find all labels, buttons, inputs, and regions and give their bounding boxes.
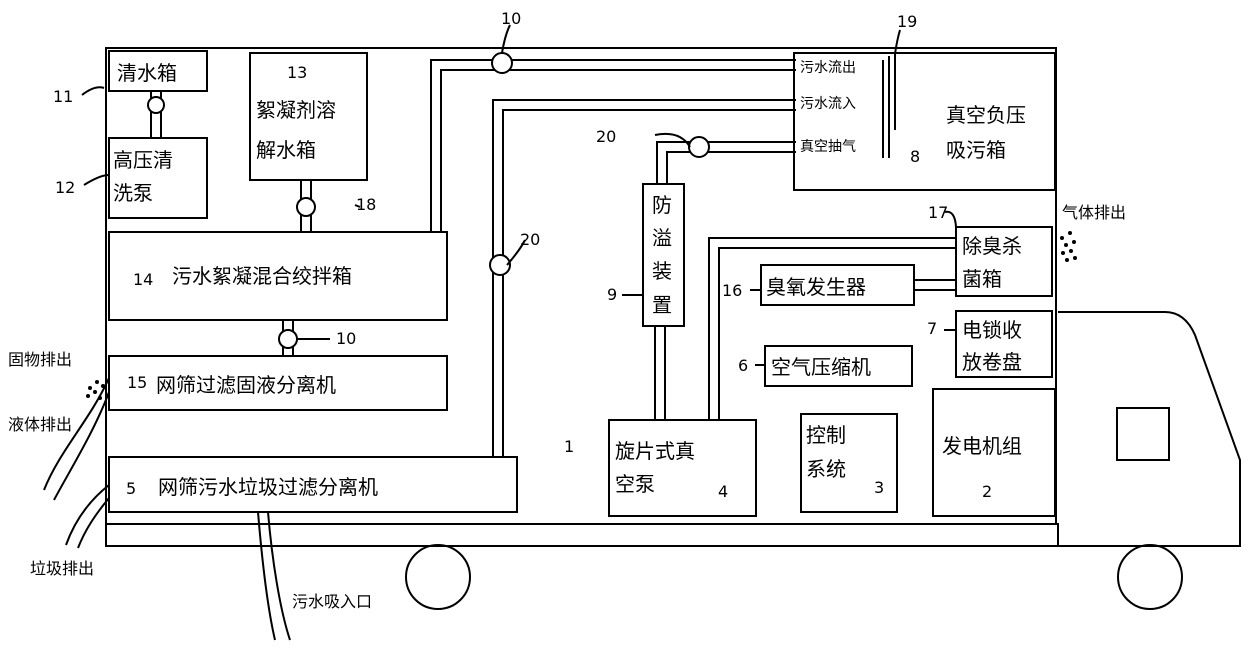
cab-window: [1116, 407, 1170, 461]
ref-18: 18: [356, 195, 376, 214]
ref-17: 17: [928, 203, 948, 222]
ref-9: 9: [607, 285, 617, 304]
label-port-out: 污水流出: [800, 60, 856, 76]
label-vacuum-tank-2: 吸污箱: [946, 138, 1006, 162]
ref-4: 4: [718, 482, 728, 501]
label-deodorizer-2: 菌箱: [962, 267, 1002, 291]
generator-set: [932, 388, 1056, 517]
label-flocculant-2: 解水箱: [256, 138, 316, 162]
ref-10b: 10: [336, 329, 356, 348]
front-wheel: [1117, 544, 1183, 610]
cable-reel: [955, 310, 1053, 378]
ref-1: 1: [564, 437, 574, 456]
label-cable-reel-1: 电锁收: [962, 318, 1022, 342]
label-pump-2: 洗泵: [113, 181, 153, 205]
ref-5: 5: [126, 479, 136, 498]
gas-exhaust-dots: [1060, 231, 1077, 262]
label-mixing-tank: 污水絮凝混合绞拌箱: [172, 264, 352, 288]
label-solid-liquid-separator: 网筛过滤固液分离机: [156, 373, 336, 397]
label-clean-water-tank: 清水箱: [117, 61, 177, 85]
label-liquid-out: 液体排出: [8, 415, 72, 434]
flocculant-tank: [249, 52, 368, 181]
label-pump-1: 高压清: [113, 148, 173, 172]
vehicle-cab: [1058, 311, 1241, 547]
label-port-in: 污水流入: [800, 96, 856, 112]
ref-7: 7: [927, 319, 937, 338]
rear-wheel: [405, 544, 471, 610]
high-pressure-pump: [108, 137, 208, 219]
label-deodorizer-1: 除臭杀: [962, 234, 1022, 258]
ref-2: 2: [982, 482, 992, 501]
label-anti-overflow-3: 装: [652, 259, 672, 283]
deodorizer-box: [955, 226, 1053, 297]
label-vacuum-pump-1: 旋片式真: [615, 439, 695, 463]
label-gas-out: 气体排出: [1062, 203, 1126, 222]
ref-6: 6: [738, 356, 748, 375]
solid-exhaust-dots: [86, 380, 105, 400]
label-garbage-out: 垃圾排出: [30, 559, 94, 578]
label-anti-overflow-1: 防: [652, 193, 672, 217]
ref-15: 15: [127, 373, 147, 392]
ref-10a: 10: [501, 9, 521, 28]
label-anti-overflow-4: 置: [652, 293, 672, 317]
label-port-vac: 真空抽气: [800, 139, 856, 155]
ozone-generator: [760, 264, 915, 306]
control-system: [800, 413, 898, 513]
ref-20a: 20: [520, 230, 540, 249]
anti-overflow-device: [642, 183, 685, 327]
label-vacuum-tank-1: 真空负压: [946, 103, 1026, 127]
label-control-2: 系统: [806, 457, 846, 481]
label-anti-overflow-2: 溢: [652, 226, 672, 250]
ref-19: 19: [897, 12, 917, 31]
label-generator: 发电机组: [942, 434, 1022, 458]
ref-12: 12: [55, 178, 75, 197]
label-air-compressor: 空气压缩机: [771, 355, 871, 379]
screen-garbage-separator: [108, 456, 518, 513]
ref-3: 3: [874, 478, 884, 497]
ref-16: 16: [722, 281, 742, 300]
ref-13: 13: [287, 63, 307, 82]
label-sewage-in: 污水吸入口: [292, 592, 372, 611]
ref-8: 8: [910, 147, 920, 166]
ref-20b: 20: [596, 127, 616, 146]
label-control-1: 控制: [806, 423, 846, 447]
rotary-vane-vacuum-pump: [608, 419, 757, 517]
clean-water-tank: [108, 50, 208, 92]
flocculation-mixing-tank: [108, 231, 448, 321]
label-ozone: 臭氧发生器: [766, 275, 866, 299]
label-flocculant-1: 絮凝剂溶: [256, 98, 336, 122]
label-cable-reel-2: 放卷盘: [962, 350, 1022, 374]
label-solid-out: 固物排出: [8, 350, 72, 369]
ref-11: 11: [53, 87, 73, 106]
ref-14: 14: [133, 270, 153, 289]
label-garbage-separator: 网筛污水垃圾过滤分离机: [158, 475, 378, 499]
vehicle-chassis: [105, 523, 1059, 547]
label-vacuum-pump-2: 空泵: [615, 472, 655, 496]
screen-solid-liquid-separator: [108, 355, 448, 411]
vacuum-suction-tank: [793, 52, 1056, 191]
